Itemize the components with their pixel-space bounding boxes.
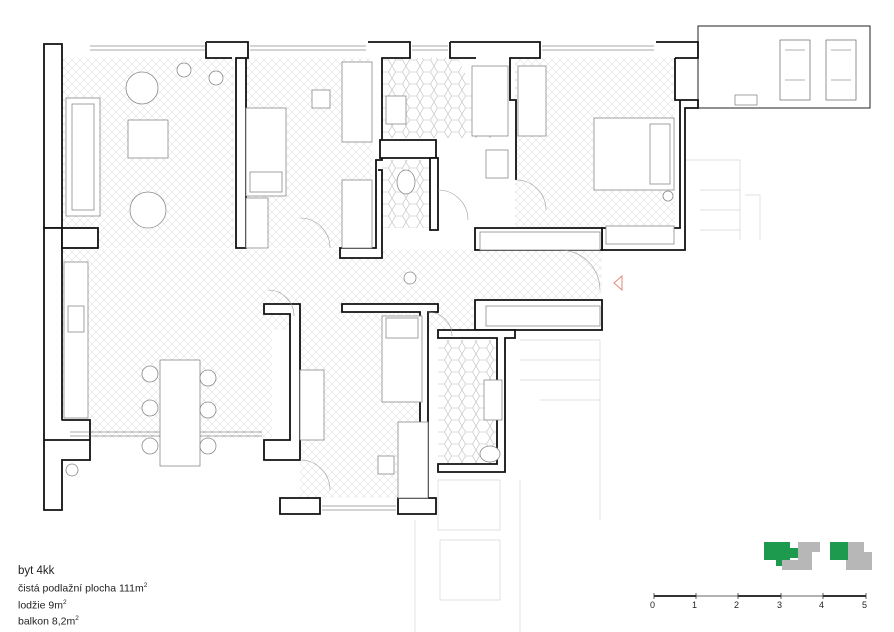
windows [70, 45, 654, 511]
floor-area-unit-sup: 2 [143, 582, 148, 589]
scale-label-0: 0 [650, 600, 656, 610]
entrance-arrow [613, 274, 623, 292]
floor-area-line: čistá podlažní plocha 111m2 [18, 579, 147, 596]
building-key-2-icon [830, 542, 872, 570]
apartment-title: byt 4kk [18, 565, 55, 577]
balcony-text: balkon 8,2m [18, 615, 76, 628]
scale-label-4: 4 [819, 600, 825, 610]
apartment-legend: byt 4kk čistá podlažní plocha 111m2 lodž… [18, 565, 147, 629]
scale-label-2: 2 [734, 600, 740, 610]
floor-area-text: čistá podlažní plocha 111m [18, 582, 144, 595]
balcony [697, 25, 871, 109]
scale-label-1: 1 [692, 600, 698, 610]
furniture [63, 61, 675, 499]
surrounding-context [414, 159, 761, 632]
scale-label-3: 3 [777, 600, 783, 610]
scale-label-5: 5 [862, 600, 868, 610]
balcony-unit-sup: 2 [75, 615, 79, 622]
balcony-line: balkon 8,2m2 [18, 612, 147, 629]
scale-bar [653, 593, 867, 599]
loggia-text: lodžie 9m [18, 599, 63, 611]
loggia-unit-sup: 2 [62, 598, 67, 606]
loggia-line: lodžie 9m2 [18, 596, 147, 613]
building-key-1-icon [764, 542, 820, 570]
door-swings [267, 179, 601, 491]
